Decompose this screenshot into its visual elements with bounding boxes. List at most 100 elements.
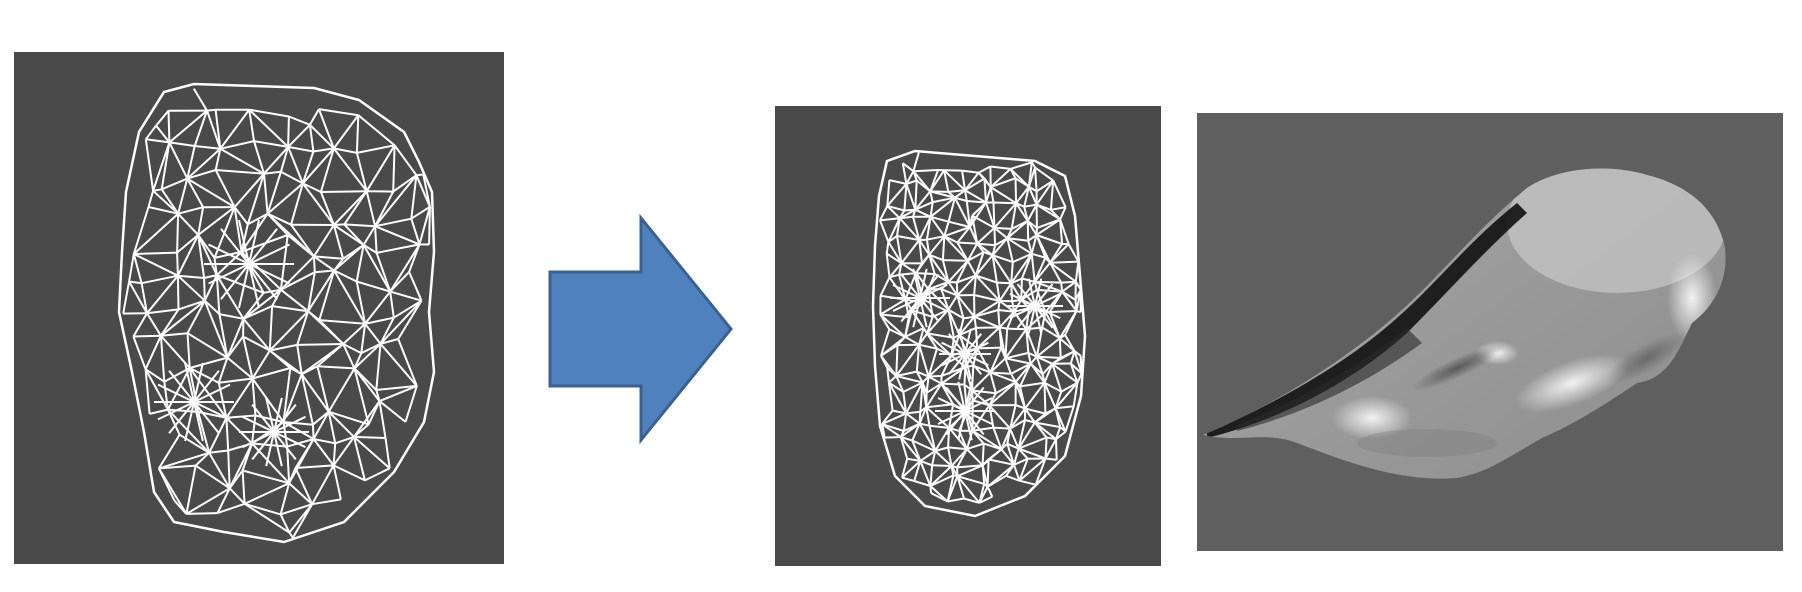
mesh-edge <box>287 124 311 148</box>
mesh-edge <box>1034 407 1057 424</box>
mesh-edge <box>948 220 971 228</box>
mesh-edge <box>218 377 253 384</box>
mesh-edge <box>158 464 196 470</box>
mesh-edge <box>393 299 423 319</box>
mesh-edge <box>379 384 418 403</box>
mesh-edge <box>313 147 334 153</box>
mesh-edge <box>937 410 966 425</box>
mesh-edge <box>1018 447 1046 460</box>
mesh-edge <box>1012 252 1033 264</box>
mesh-edge <box>160 335 191 369</box>
mesh-edge <box>280 288 309 312</box>
mesh-edge <box>957 381 966 412</box>
mesh-edge <box>1015 186 1030 204</box>
mesh-edge <box>1010 277 1023 285</box>
mesh-edge <box>1051 363 1063 392</box>
mesh-edge <box>1004 328 1028 359</box>
mesh-edge <box>379 317 395 345</box>
mesh-edge <box>929 191 934 203</box>
mesh-edge <box>902 413 908 432</box>
mesh-edge <box>967 251 985 262</box>
mesh-edge <box>918 343 938 350</box>
mesh-edge <box>242 415 275 433</box>
mesh-edge <box>947 447 953 467</box>
mesh-edge <box>251 349 271 380</box>
mesh-edge <box>902 381 923 393</box>
mesh-edge <box>1017 421 1036 450</box>
mesh-edge <box>177 274 206 302</box>
mesh-edge <box>333 223 345 226</box>
mesh-edge <box>160 308 180 337</box>
mesh-edge <box>1029 356 1038 365</box>
mesh-edge <box>247 212 269 226</box>
mesh-edge <box>1006 442 1019 450</box>
mesh-edge <box>903 183 908 211</box>
mesh-edge <box>1035 234 1051 264</box>
mesh-edge <box>919 450 936 462</box>
mesh-edge <box>1006 428 1012 444</box>
mesh-edge <box>146 308 179 315</box>
mesh-edge <box>140 283 148 314</box>
mesh-edge <box>1048 311 1061 339</box>
mesh-edge <box>342 343 362 354</box>
mesh-edge <box>1005 357 1031 365</box>
mesh-edge <box>313 224 335 257</box>
mesh-edge <box>1054 407 1067 432</box>
mesh-edge <box>947 191 956 199</box>
mesh-edge <box>1010 283 1014 302</box>
mesh-edge <box>985 202 996 229</box>
mesh-edge <box>397 300 423 340</box>
mesh-edge <box>888 328 906 338</box>
mesh-edge <box>319 319 366 325</box>
mesh-edge <box>1064 405 1075 432</box>
mesh-edge <box>988 458 1015 466</box>
mesh-edge <box>913 460 922 482</box>
mesh-edge <box>147 190 155 208</box>
mesh-edge <box>901 460 921 479</box>
mesh-edge <box>248 243 290 265</box>
mesh-edge <box>919 297 928 328</box>
mesh-edge <box>914 180 918 210</box>
mesh-edge <box>294 467 314 505</box>
mesh-edge <box>355 281 367 324</box>
mesh-edge <box>964 328 972 355</box>
mesh-edge <box>146 275 179 314</box>
mesh-edge <box>940 288 950 310</box>
mesh-edge <box>365 144 396 192</box>
mesh-edge <box>964 353 982 375</box>
mesh-edge <box>252 367 291 380</box>
mesh-edge <box>904 309 913 338</box>
mesh-edge <box>219 109 251 150</box>
mesh-edge <box>975 274 1001 302</box>
mesh-edge <box>999 326 1008 330</box>
mesh-edge <box>981 443 985 466</box>
mesh-edge <box>317 365 355 370</box>
mesh-edge <box>1034 458 1047 486</box>
mesh-edge <box>226 318 245 358</box>
mesh-edge <box>206 110 222 150</box>
mesh-edge <box>312 256 316 273</box>
mesh-edge <box>184 362 195 403</box>
mesh-edge <box>145 368 165 383</box>
mesh-edge <box>1027 278 1036 307</box>
mesh-edge <box>244 502 290 534</box>
mesh-edge <box>311 498 342 506</box>
mesh-edge <box>974 315 1000 329</box>
mesh-edge <box>208 243 250 265</box>
mesh-edge <box>378 400 387 439</box>
mesh-edge <box>887 382 894 411</box>
mesh-edge <box>991 254 1013 284</box>
mesh-edge <box>948 333 966 355</box>
mesh-edge <box>972 426 994 432</box>
mesh-edge <box>302 182 322 193</box>
mesh-edge <box>144 369 151 414</box>
mesh-edge <box>296 344 303 375</box>
mesh-edge <box>263 288 282 294</box>
mesh-edge <box>313 255 344 260</box>
mesh-edge <box>900 297 921 323</box>
mesh-edge <box>1049 243 1070 264</box>
mesh-edge <box>263 146 289 175</box>
mesh-edge <box>1055 426 1062 440</box>
mesh-edge <box>973 294 1000 302</box>
mesh-edge <box>220 263 250 300</box>
